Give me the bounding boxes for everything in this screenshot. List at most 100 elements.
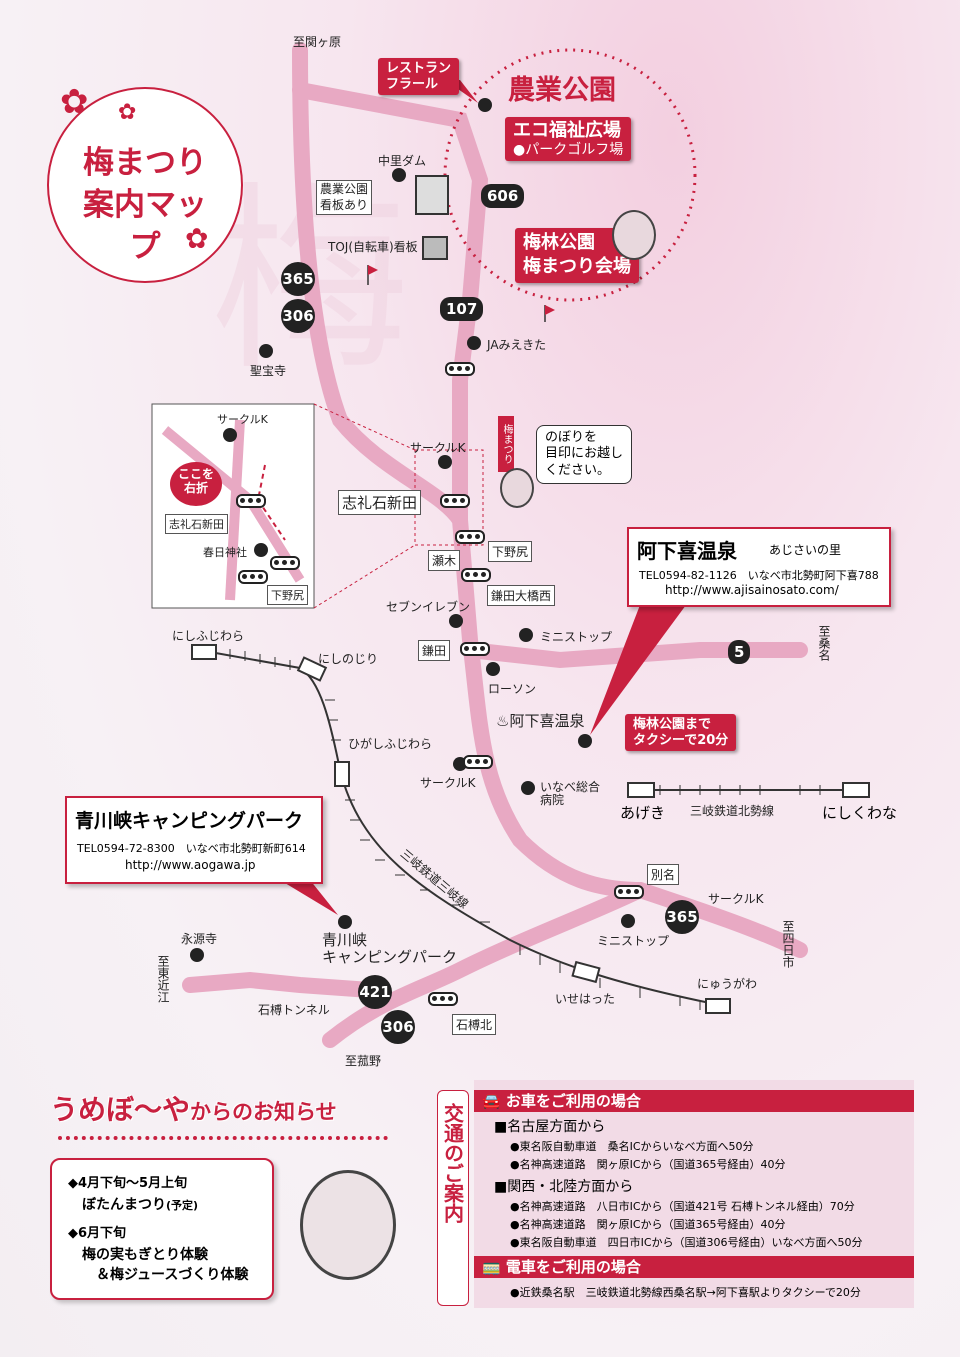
- hoshoji-label: 聖宝寺: [250, 364, 287, 378]
- toj-sign-label: TOJ(自転車)看板: [328, 240, 418, 254]
- circle-k-label: サークルK: [708, 892, 764, 906]
- circle-k-label: サークルK: [420, 776, 476, 790]
- nagoya-header: ■名古屋方面から: [494, 1119, 606, 1135]
- umeboya-heading: うめぼ〜やからのお知らせ: [50, 1088, 337, 1128]
- hoshoji-dot: [259, 344, 273, 358]
- akeki-onsen-info: 阿下喜温泉 あじさいの里 TEL0594-82-1126 いなべ市北勢町阿下喜7…: [627, 527, 891, 607]
- umeboya-heading-suffix: からのお知らせ: [190, 1100, 337, 1124]
- notice-item2-text2: ＆梅ジュースづくり体験: [96, 1267, 249, 1283]
- umeboya-heading-name: うめぼ〜や: [50, 1093, 191, 1126]
- notice-item2-date: ◆6月下旬: [68, 1226, 127, 1241]
- map-title-line1: 梅まつり: [83, 145, 207, 181]
- signboard-icon: [422, 236, 448, 260]
- dir-higashiomi: 至東近江: [156, 955, 170, 1003]
- umeboya-divider: [58, 1136, 388, 1140]
- dir-yokkaichi: 至四日市: [781, 920, 795, 968]
- turn-right-callout: ここを 右折: [170, 462, 222, 506]
- umeboya-mascot-icon: [500, 468, 534, 508]
- map-title: 梅まつり 案内マップ: [80, 142, 210, 268]
- akeki-onsen-map-label: ♨阿下喜温泉: [496, 710, 584, 731]
- shiraishi-shinden-label: 志礼石新田: [338, 490, 422, 515]
- nyugawa-station: にゅうがわ: [697, 977, 758, 991]
- notice-item1-name: ぼたんまつり: [82, 1197, 166, 1213]
- seno-label: 瀬木: [428, 550, 461, 571]
- eigenji-label: 永源寺: [181, 932, 218, 946]
- kamata-ohashi-label: 鎌田大橋西: [487, 585, 556, 606]
- route-606-marker: 606: [481, 184, 525, 208]
- train-header: 🚃 電車をご利用の場合: [474, 1256, 914, 1278]
- dir-sekigahara: 至関ヶ原: [293, 35, 342, 49]
- betsumyo-label: 別名: [647, 864, 680, 885]
- sangi-hokusei-line-label: 三岐鉄道北勢線: [690, 804, 775, 818]
- akeki-onsen-name: 阿下喜温泉: [637, 539, 737, 563]
- kamata-label: 鎌田: [418, 640, 451, 661]
- notice-item2-text1: 梅の実もぎとり体験: [82, 1247, 208, 1263]
- car-header: 🚘 お車をご利用の場合: [474, 1090, 914, 1112]
- route-365-marker: 365: [281, 262, 315, 296]
- traffic-signal-icon: [460, 642, 490, 656]
- seven-eleven-dot: [449, 614, 463, 628]
- ja-label: JAみえきた: [487, 338, 547, 352]
- umeboya-mascot-icon: [300, 1170, 396, 1280]
- route-5-marker: 5: [728, 640, 751, 664]
- park-golf-label: ●パークゴルフ場: [513, 141, 624, 158]
- ministop-label: ミニストップ: [540, 630, 613, 644]
- nakazato-dam-label: 中里ダム: [378, 154, 427, 168]
- akeki-onsen-dot: [578, 734, 592, 748]
- notice-item1-date: ◆4月下旬〜5月上旬: [68, 1176, 188, 1191]
- lawson-dot: [486, 662, 500, 676]
- traffic-signal-icon: [270, 556, 300, 570]
- aogawa-url[interactable]: http://www.aogawa.jp: [125, 858, 256, 872]
- akeki-onsen-map-text: 阿下喜温泉: [509, 712, 585, 730]
- nakazato-dam-dot: [392, 168, 406, 182]
- kansai-header: ■関西・北陸方面から: [494, 1179, 634, 1195]
- nobori-flag: 梅まつり: [498, 416, 514, 472]
- eco-hiroba-label: エコ福祉広場: [513, 120, 621, 141]
- nagoya-line-2: ●名神高速道路 関ヶ原ICから（国道365号経由）40分: [510, 1158, 786, 1171]
- seven-eleven-label: セブンイレブン: [386, 600, 471, 614]
- restaurant-furaru-label: レストラン フラール: [378, 58, 460, 96]
- aogawa-name: 青川峡キャンピングパーク: [75, 810, 304, 832]
- nagoya-line-1: ●東名阪自動車道 桑名ICからいなべ方面へ50分: [510, 1140, 754, 1153]
- traffic-signal-icon: [461, 568, 491, 582]
- dir-kuwana: 至桑名: [817, 625, 831, 661]
- umeboya-mascot-icon: [612, 210, 656, 260]
- route-421-marker: 421: [358, 975, 392, 1009]
- signboard-icon: [415, 175, 449, 215]
- eigenji-dot: [190, 948, 204, 962]
- ministop-label: ミニストップ: [597, 934, 670, 948]
- car-header-text: お車をご利用の場合: [505, 1092, 641, 1110]
- traffic-signal-icon: [428, 992, 458, 1006]
- aogawa-tel: TEL0594-72-8300 いなべ市北勢町新町614: [77, 842, 306, 855]
- access-vertical-title: 交通のご案内: [440, 1103, 465, 1223]
- hospital-dot: [521, 781, 535, 795]
- map-title-line2: 案内マップ: [83, 187, 207, 265]
- inset-shiraishi-label: 志礼石新田: [165, 514, 228, 534]
- higashifujiwara-station: ひがしふじわら: [348, 737, 433, 751]
- nishikuwana-station: にしくわな: [822, 804, 898, 822]
- route-306-marker: 306: [281, 299, 315, 333]
- taxi-note: 梅林公園まで タクシーで20分: [625, 714, 737, 752]
- train-line-1: ●近鉄桑名駅 三岐鉄道北勢線西桑名駅→阿下喜駅よりタクシーで20分: [510, 1286, 861, 1299]
- ume-blossom-icon: ✿: [60, 82, 89, 122]
- circle-k-label: サークルK: [410, 441, 466, 455]
- car-icon: 🚘: [482, 1092, 501, 1110]
- notice-item1-note: (予定): [166, 1199, 199, 1212]
- eco-hiroba-box: エコ福祉広場 ●パークゴルフ場: [505, 117, 632, 162]
- inset-circle-k-label: サークルK: [217, 413, 268, 426]
- aogawa-map-label: 青川峡 キャンピングパーク: [322, 931, 458, 967]
- train-icon: 🚃: [482, 1258, 501, 1276]
- ume-blossom-icon: ✿: [118, 100, 137, 125]
- akeki-onsen-tel: TEL0594-82-1126 いなべ市北勢町阿下喜788: [639, 569, 879, 582]
- train-header-text: 電車をご利用の場合: [505, 1258, 641, 1276]
- ume-blossom-icon: ✿: [185, 222, 209, 255]
- inset-kasuga-dot: [254, 543, 268, 557]
- hot-spring-icon: ♨: [496, 712, 510, 730]
- akeki-onsen-url[interactable]: http://www.ajisainosato.com/: [665, 583, 839, 597]
- traffic-signal-icon: [440, 494, 470, 508]
- ishigure-tunnel-label: 石榑トンネル: [258, 1003, 330, 1017]
- inset-kasuga-label: 春日神社: [203, 546, 247, 559]
- inabe-hospital-label: いなべ総合 病院: [540, 780, 601, 808]
- umeboya-notice-box: ◆4月下旬〜5月上旬 ぼたんまつり(予定) ◆6月下旬 梅の実もぎとり体験 ＆梅…: [50, 1158, 274, 1300]
